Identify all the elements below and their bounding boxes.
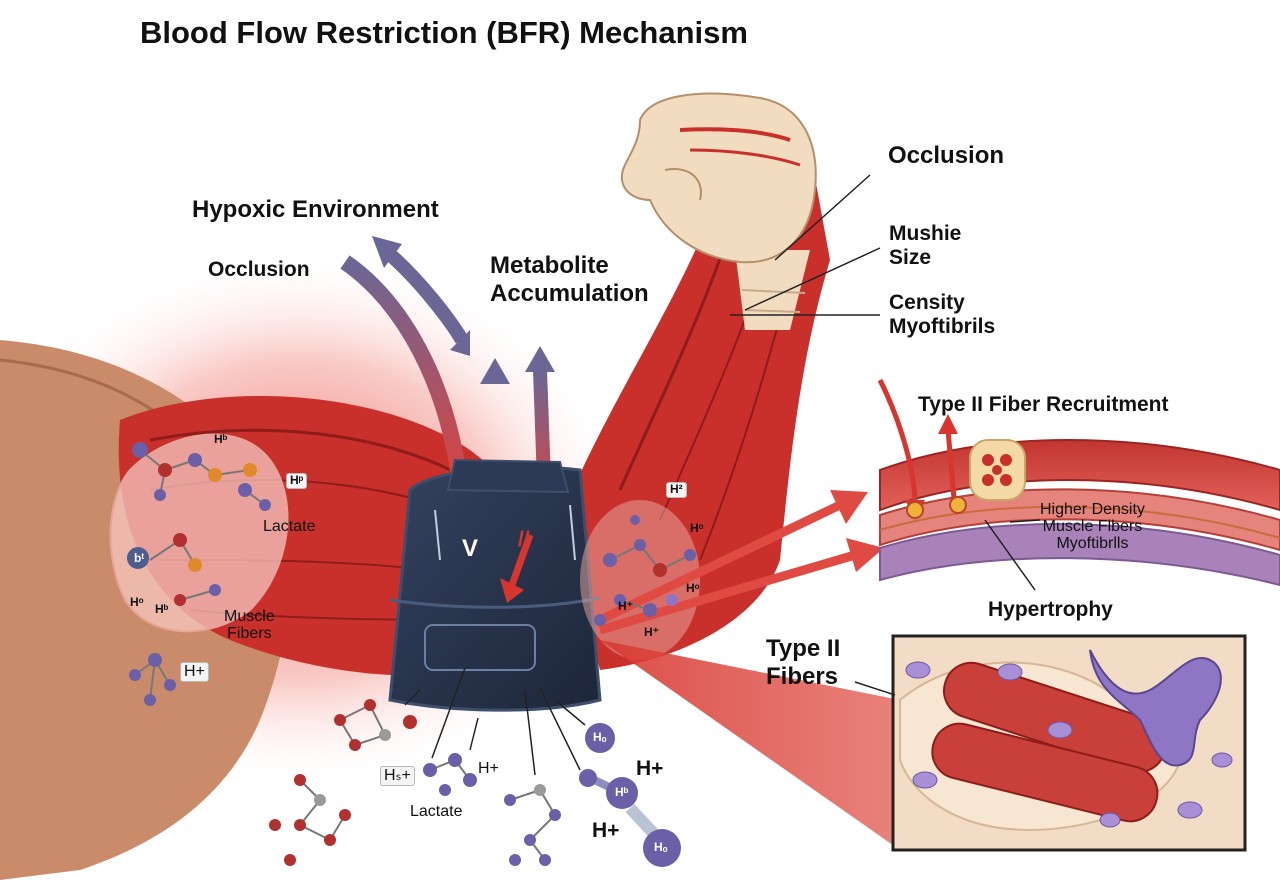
molecules-left xyxy=(127,442,271,706)
occlusion-arrow-down xyxy=(340,255,470,501)
mol-tag-b-left: bᵗ xyxy=(134,551,144,565)
leader-lines xyxy=(404,174,1041,776)
mol-tag-ho-bottom1: Hₒ xyxy=(593,730,607,744)
label-hypertrophy: Hypertrophy xyxy=(988,598,1113,621)
label-mushie-size: Mushie Size xyxy=(889,222,962,270)
label-hs-plus: Hₛ+ xyxy=(380,766,415,787)
mol-tag-ho-bottom2: Hₒ xyxy=(654,840,668,854)
label-lactate-left: Lactate xyxy=(263,518,316,535)
mol-tag-hb-bottom: Hᵇ xyxy=(615,785,629,799)
mol-tag-h-plus-left2: H⁺ xyxy=(644,625,659,639)
mol-tag-hz: H² xyxy=(666,482,687,498)
mol-tag-ho-arm2: Hᵒ xyxy=(686,581,700,595)
mol-tag-h-plus-arm: H⁺ xyxy=(618,599,633,613)
arrow-to-vessel-1 xyxy=(598,500,842,625)
label-h-plus-left: H+ xyxy=(180,662,209,683)
mol-tag-ho-left: Hᵒ xyxy=(130,595,144,609)
label-h-plus-bottom-c: H+ xyxy=(592,819,620,842)
blood-vessels xyxy=(877,378,1280,587)
mol-tag-hb-1: Hᵇ xyxy=(214,432,228,446)
label-type-ii-fiber-recruitment: Type II Fiber Recruitment xyxy=(918,393,1169,416)
type-ii-fibers-inset xyxy=(891,634,1247,852)
label-type-ii-fibers: Type II Fibers xyxy=(766,635,841,690)
arrow-to-vessel-2 xyxy=(598,550,857,635)
label-occlusion-left: Occlusion xyxy=(208,258,310,281)
molecules-arm xyxy=(594,515,696,626)
label-occlusion-right: Occlusion xyxy=(888,142,1005,169)
fist xyxy=(620,92,817,264)
label-muscle-fibers-left: Muscle Fibers xyxy=(224,608,275,642)
label-h-plus-bottom-a: H+ xyxy=(478,760,499,777)
label-metabolite-accumulation: Metabolite Accumulation xyxy=(490,252,649,307)
label-hypoxic-environment: Hypoxic Environment xyxy=(192,196,439,223)
bfr-cuff xyxy=(388,458,602,712)
molecules-bottom xyxy=(269,699,681,867)
cuff-symbol: V xyxy=(462,535,479,562)
page-title: Blood Flow Restriction (BFR) Mechanism xyxy=(140,15,748,50)
label-censity-myofibrils: Censity Myoftibrils xyxy=(889,291,996,339)
label-higher-density: Higher Density Muscle Flbers Myoftibrlls xyxy=(1040,501,1145,552)
mol-tag-hb-left: Hᵇ xyxy=(155,602,169,616)
label-h-plus-bottom-b: H+ xyxy=(636,757,664,780)
label-lactate-bottom: Lactate xyxy=(410,803,463,820)
mol-tag-hp: Hᵖ xyxy=(286,473,308,489)
beam-to-inset xyxy=(600,640,900,850)
hypoxic-arrow-double xyxy=(380,244,469,344)
mol-tag-ho-arm: Hᵒ xyxy=(690,521,704,535)
cuff-mark: // xyxy=(518,528,530,551)
